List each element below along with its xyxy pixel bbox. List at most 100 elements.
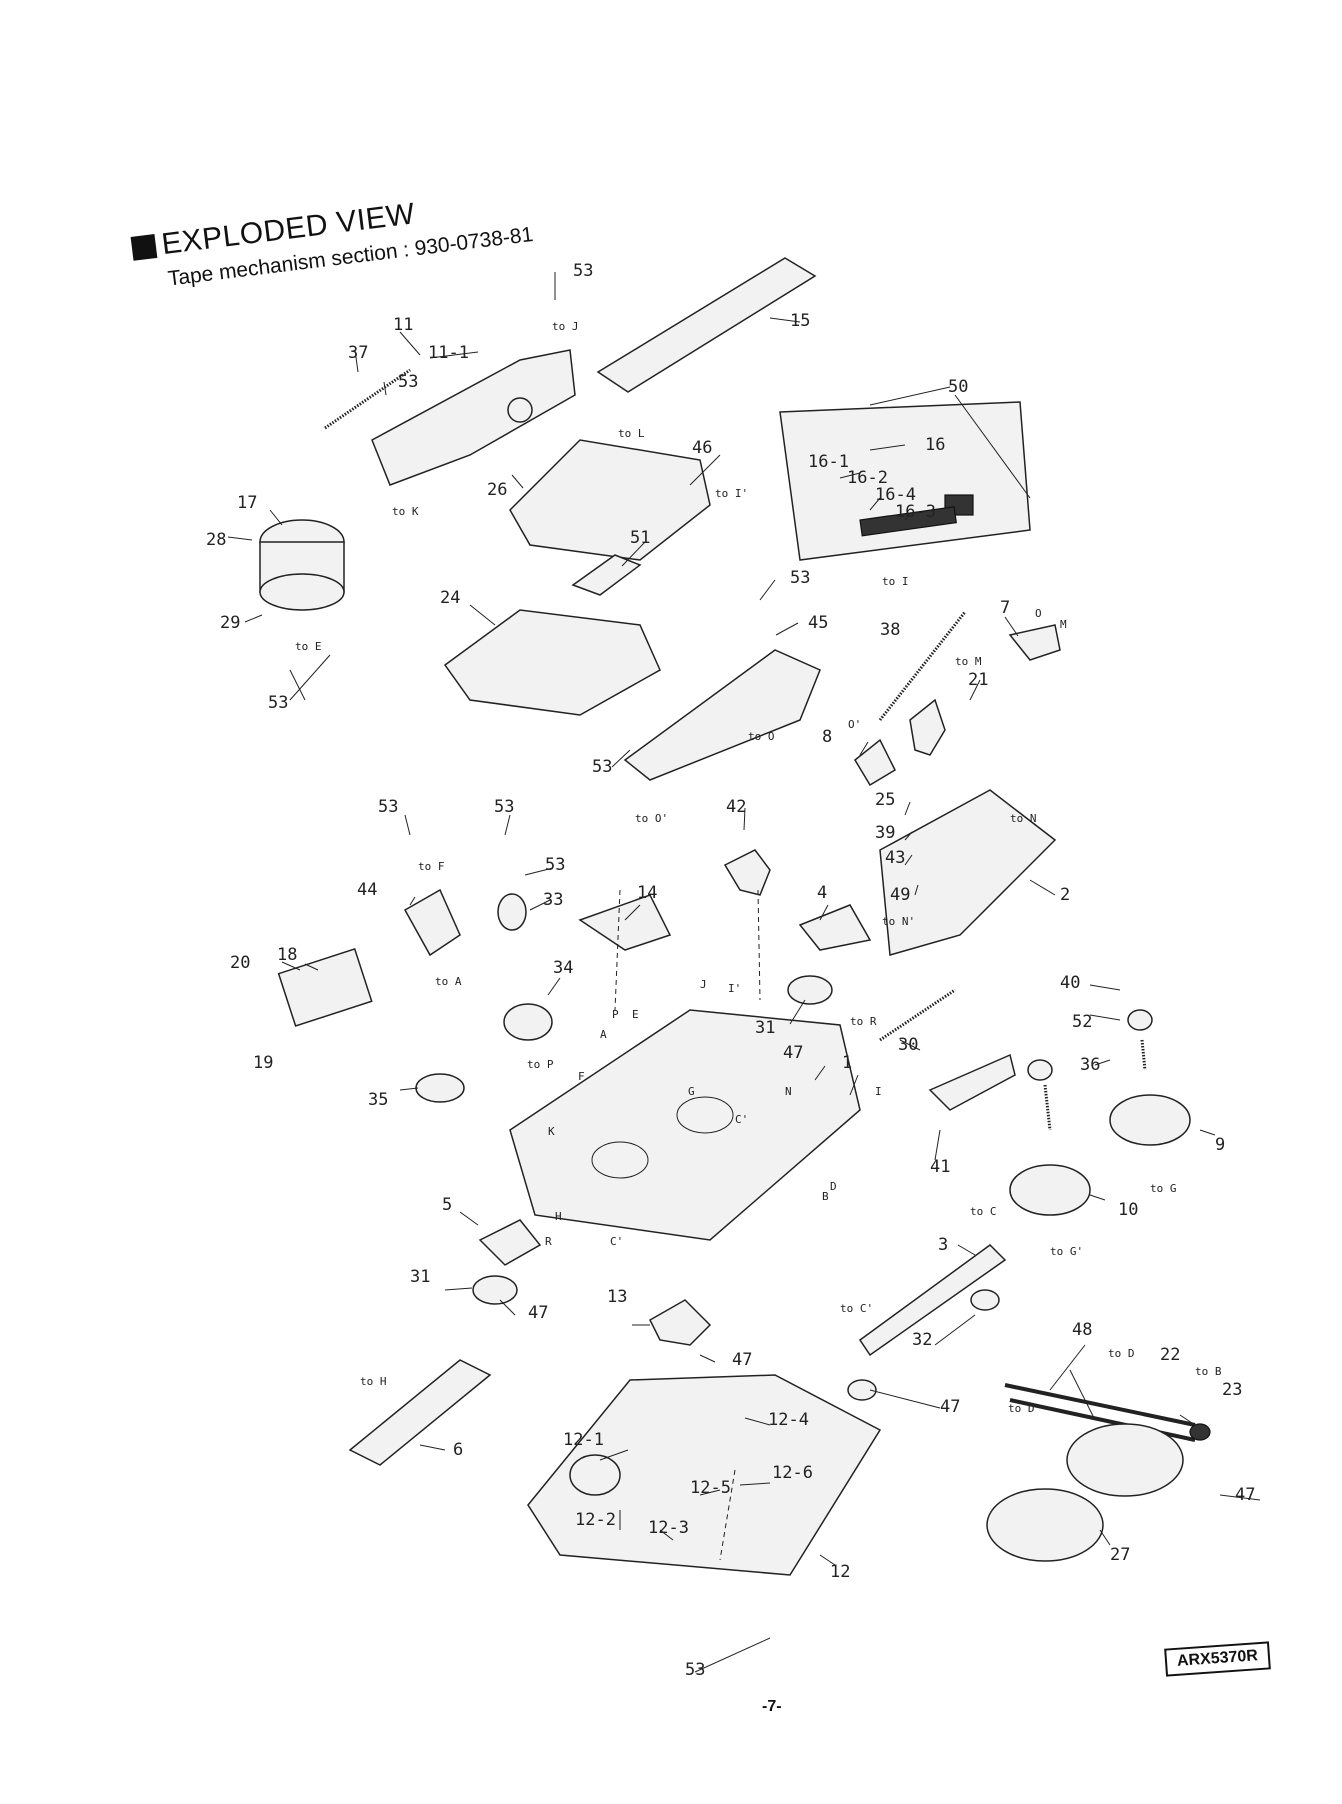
marker-d: D [830, 1180, 837, 1193]
marker-h: H [555, 1210, 562, 1223]
marker-e: E [632, 1008, 639, 1021]
label-22: 22 [1160, 1345, 1180, 1365]
part-42-lever [723, 849, 771, 896]
marker-b: B [822, 1190, 829, 1203]
part-27-flywheel-left [986, 1488, 1104, 1562]
marker-o: O [1035, 607, 1042, 620]
part-34-gear [503, 1003, 553, 1041]
label-12-5: 12-5 [690, 1478, 731, 1498]
connector-to-h: to H [360, 1375, 387, 1388]
label-30: 30 [898, 1035, 918, 1055]
label-29: 29 [220, 613, 240, 633]
part-33-gear [497, 893, 527, 931]
part-13-head [649, 1299, 712, 1346]
label-47: 47 [1235, 1485, 1255, 1505]
label-19: 19 [253, 1053, 273, 1073]
label-2: 2 [1060, 885, 1070, 905]
part-2-sub-chassis [879, 789, 1057, 956]
part-1-reel-hole-left [591, 1141, 649, 1179]
part-6-plate [348, 1359, 492, 1466]
label-47: 47 [528, 1303, 548, 1323]
marker-c-prime: C' [735, 1113, 748, 1126]
label-11: 11 [393, 315, 413, 335]
label-12: 12 [830, 1562, 850, 1582]
part-10-reel [1009, 1164, 1091, 1216]
part-1-reel-hole-right [676, 1096, 734, 1134]
label-12-2: 12-2 [575, 1510, 616, 1530]
part-18-motor [277, 948, 373, 1027]
label-47: 47 [732, 1350, 752, 1370]
connector-to-r: to R [850, 1015, 877, 1028]
part-51-lever [571, 554, 642, 596]
label-44: 44 [357, 880, 377, 900]
label-25: 25 [875, 790, 895, 810]
label-53: 53 [268, 693, 288, 713]
part-4-lever [798, 904, 872, 951]
label-1: 1 [842, 1053, 852, 1073]
label-8: 8 [822, 727, 832, 747]
part-12-1-motor [569, 1454, 621, 1496]
label-32: 32 [912, 1330, 932, 1350]
label-18: 18 [277, 945, 297, 965]
part-37-spring [324, 368, 411, 430]
part-12-deck-base [527, 1374, 882, 1576]
label-37: 37 [348, 343, 368, 363]
label-45: 45 [808, 613, 828, 633]
part-11-pinch-roller [507, 397, 533, 423]
part-31-lower-flywheel [472, 1275, 518, 1305]
connector-to-d: to D [1108, 1347, 1135, 1360]
connector-to-o: to O [748, 730, 775, 743]
label-31: 31 [410, 1267, 430, 1287]
part-35-pulley [415, 1073, 465, 1103]
part-36-spring-left [1043, 1084, 1052, 1131]
connector-to-o-prime: to O' [635, 812, 668, 825]
label-38: 38 [880, 620, 900, 640]
label-15: 15 [790, 311, 810, 331]
label-3: 3 [938, 1235, 948, 1255]
part-44-bracket [403, 888, 461, 957]
connector-o-prime: O' [848, 718, 861, 731]
part-40-cap [1027, 1059, 1053, 1081]
label-26: 26 [487, 480, 507, 500]
label-12-1: 12-1 [563, 1430, 604, 1450]
label-53: 53 [398, 372, 418, 392]
label-46: 46 [692, 438, 712, 458]
label-16-2: 16-2 [847, 468, 888, 488]
part-31-capstan-flywheel [787, 975, 833, 1005]
marker-k: K [548, 1125, 555, 1138]
marker-j: J [700, 978, 707, 991]
label-51: 51 [630, 528, 650, 548]
part-24-bracket [443, 609, 661, 716]
connector-to-c: to C [970, 1205, 997, 1218]
connector-to-d-prime: to D' [1008, 1402, 1041, 1415]
marker-c-prime-lower: C' [610, 1235, 623, 1248]
label-21: 21 [968, 670, 988, 690]
label-53: 53 [790, 568, 810, 588]
label-50: 50 [948, 377, 968, 397]
marker-g: G [688, 1085, 695, 1098]
label-12-3: 12-3 [648, 1518, 689, 1538]
connector-to-k: to K [392, 505, 419, 518]
marker-r: R [545, 1235, 552, 1248]
part-21-bracket [909, 698, 946, 756]
part-14-lever [578, 894, 672, 951]
label-31: 31 [755, 1018, 775, 1038]
label-9: 9 [1215, 1135, 1225, 1155]
label-14: 14 [637, 883, 657, 903]
label-52: 52 [1072, 1012, 1092, 1032]
part-16-pcb [779, 401, 1031, 561]
part-11-head-assembly [371, 349, 576, 486]
part-36-spring-right [1140, 1039, 1147, 1071]
label-6: 6 [453, 1440, 463, 1460]
part-32-pulley-a [970, 1289, 1000, 1311]
label-5: 5 [442, 1195, 452, 1215]
label-35: 35 [368, 1090, 388, 1110]
label-34: 34 [553, 958, 573, 978]
connector-to-p: to P [527, 1058, 554, 1071]
connector-to-g: to G [1150, 1182, 1177, 1195]
label-49: 49 [890, 885, 910, 905]
marker-a: A [600, 1028, 607, 1041]
part-8-holder [854, 738, 896, 787]
label-24: 24 [440, 588, 460, 608]
